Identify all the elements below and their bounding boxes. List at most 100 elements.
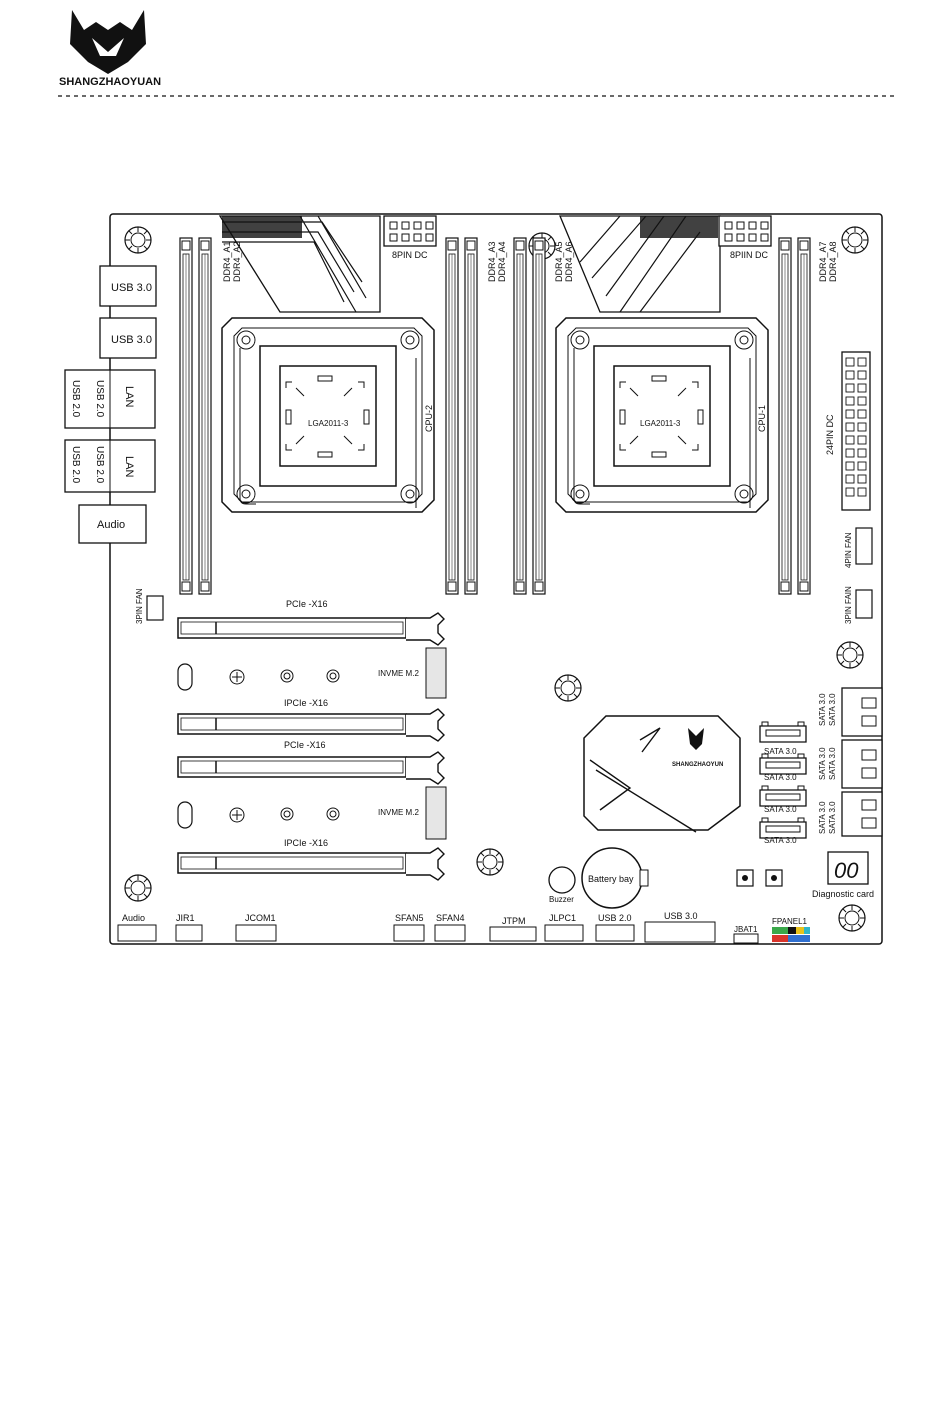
header-usb20 [595,924,635,942]
cpu2-socket [221,317,435,513]
m2-slot-1 [177,647,447,699]
header-usb30-label: USB 3.0 [664,911,698,921]
cpu1-socket-label: LGA2011-3 [640,419,681,428]
sata-stack-3a-label: SATA 3.0 [818,801,827,834]
diagnostic-display [827,851,869,885]
dimm-a2-label: DDR4_A2 [232,241,242,282]
cpu1-8pin-connector [718,215,772,247]
dimm-slot-a7 [778,237,792,595]
onboard-button-1 [736,869,754,887]
fan-4pin-right-label: 4PIN FAN [844,532,853,568]
dimm-slot-a2 [198,237,212,595]
fan-3pin-right-label: 3PIN FAIN [844,586,853,624]
pcie-slot-4-label: IPCIe -X16 [284,838,328,848]
dimm-slot-a1 [179,237,193,595]
fan-header-4pin-right [855,527,873,565]
sata-stack-1b-label: SATA 3.0 [828,693,837,726]
dimm-slot-a8 [797,237,811,595]
audio-jack-label: Audio [97,519,125,531]
atx-24pin-connector [841,351,871,511]
usb20-1b-label: USB 2.0 [70,380,81,418]
sata-stack-2b-label: SATA 3.0 [828,747,837,780]
sata-stack-2 [841,739,883,789]
battery-clip [639,869,649,887]
dimm-a1-label: DDR4_A1 [222,241,232,282]
cpu2-socket-label: LGA2011-3 [308,419,349,428]
lan-1-label: LAN [123,386,135,407]
fan-header-sfan5 [393,924,425,942]
vrm-heatsink-right [559,215,721,313]
header-jcom1 [235,924,277,942]
lan-usb-stack-1: LAN USB 2.0 USB 2.0 [64,369,156,429]
dimm-a3-label: DDR4_A3 [487,241,497,282]
header-jlpc1 [544,924,584,942]
fan-header-sfan4 [434,924,466,942]
sata-port-4-label: SATA 3.0 [764,836,797,845]
sata-stack-2a-label: SATA 3.0 [818,747,827,780]
sata-stack-3b-label: SATA 3.0 [828,801,837,834]
m2-slot-2 [177,786,447,840]
sfan4-label: SFAN4 [436,913,465,923]
dimm-a4-label: DDR4_A4 [497,241,507,282]
sfan5-label: SFAN5 [395,913,424,923]
sata-port-2-label: SATA 3.0 [764,773,797,782]
fan-3pin-left-label: 3PIN FAN [135,588,144,624]
sata-stack-3 [841,791,883,837]
lan-2-label: LAN [123,456,135,477]
pcie-slot-3-label: PCIe -X16 [284,740,326,750]
cpu1-socket [555,317,769,513]
sata-stack-1a-label: SATA 3.0 [818,693,827,726]
dimm-a6-label: DDR4_A6 [564,241,574,282]
header-jtpm [489,926,537,942]
sata-port-1-label: SATA 3.0 [764,747,797,756]
m2-slot-2-label: INVME M.2 [378,808,419,817]
usb20-2a-label: USB 2.0 [94,446,105,484]
dimm-slot-a5 [513,237,527,595]
buzzer [548,866,576,894]
diagnostic-label: Diagnostic card [812,889,874,899]
chipset-heatsink [583,715,741,833]
cpu1-8pin-label: 8PIIN DC [730,250,769,260]
battery-bay-label: Battery bay [588,874,634,884]
usb30-port-1-label: USB 3.0 [111,282,152,294]
header-jbat1 [733,933,759,944]
cpu2-8pin-connector [383,215,437,247]
pcie-slot-2-label: IPCIe -X16 [284,698,328,708]
sata-port-3-label: SATA 3.0 [764,805,797,814]
chipset-logo-text: SHANGZHAOYUN [672,762,723,768]
cpu2-8pin-label: 8PIN DC [392,250,428,260]
header-jir1-label: JIR1 [176,913,195,923]
fan-header-3pin-right [855,589,873,619]
header-usb20-label: USB 2.0 [598,913,632,923]
header-usb30 [644,921,716,943]
header-audio-label: Audio [122,913,145,923]
dimm-a5-label: DDR4_A5 [554,241,564,282]
header-audio [117,924,157,942]
buzzer-label: Buzzer [549,895,574,904]
usb20-1a-label: USB 2.0 [94,380,105,418]
dimm-a8-label: DDR4_A8 [828,241,838,282]
brand-name: SHANGZHAOYUAN [59,76,161,88]
usb30-port-2 [99,317,157,359]
diagnostic-digits: 00 [834,858,859,883]
usb30-port-1 [99,265,157,307]
dimm-slot-a4 [464,237,478,595]
header-jbat1-label: JBAT1 [734,925,758,934]
cpu2-label: CPU-2 [424,405,434,432]
sata-stack-1 [841,687,883,737]
cpu1-label: CPU-1 [757,405,767,432]
header-jtpm-label: JTPM [502,916,526,926]
usb30-port-2-label: USB 3.0 [111,334,152,346]
dimm-slot-a6 [532,237,546,595]
fan-header-3pin-left [146,595,164,621]
dimm-slot-a3 [445,237,459,595]
header-fpanel1-label: FPANEL1 [772,917,808,926]
brand-logo [70,10,146,74]
header-jlpc1-label: JLPC1 [549,913,576,923]
onboard-button-2 [765,869,783,887]
atx-24pin-label: 24PIN DC [825,414,835,455]
header-fpanel1 [772,927,810,942]
header-jir1 [175,924,203,942]
usb20-2b-label: USB 2.0 [70,446,81,484]
